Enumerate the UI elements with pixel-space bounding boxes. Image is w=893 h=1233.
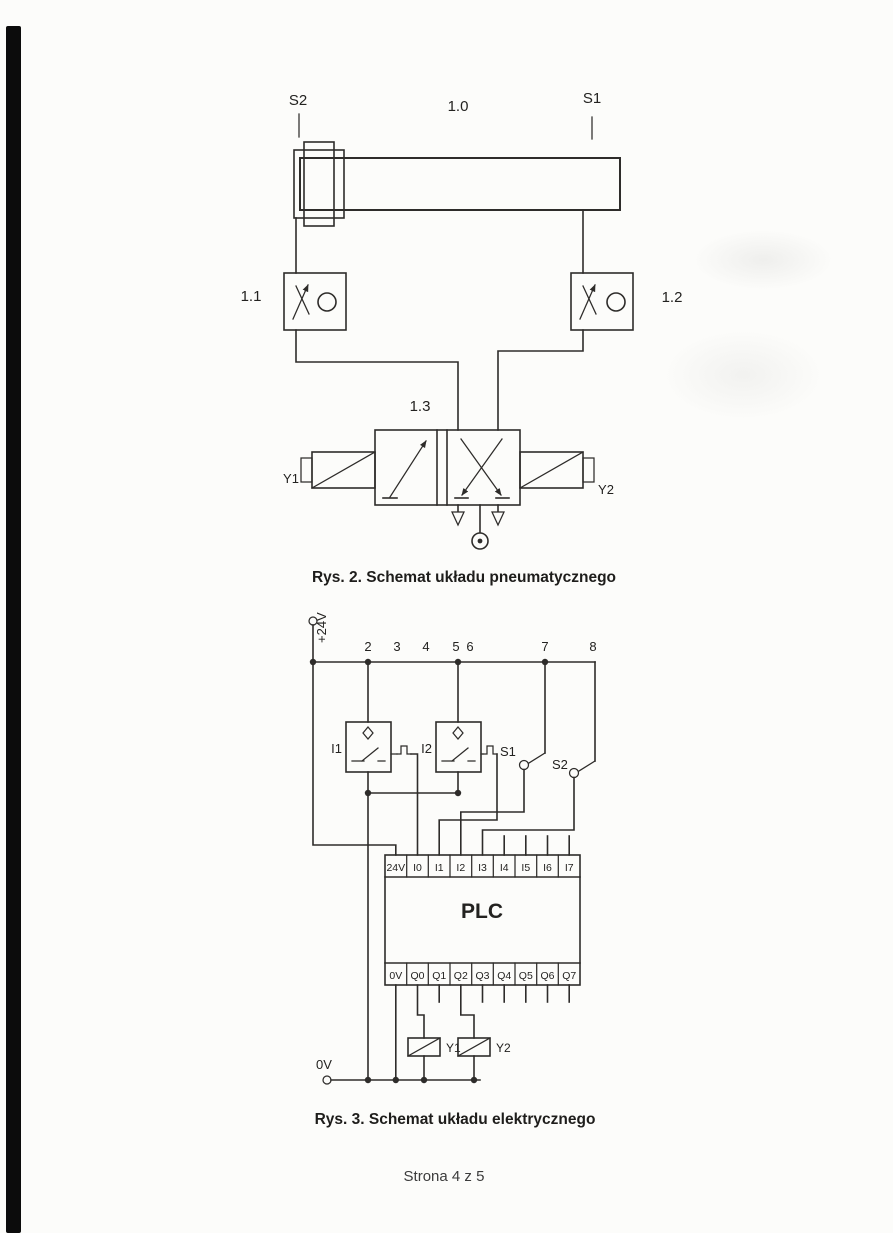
relay-y2-symbol — [457, 1037, 491, 1081]
plc-block: 24V I0 I1 I2 I3 I4 I5 I6 I7 PLC 0V Q0 Q1… — [384, 854, 581, 986]
plc-input-terminal: I4 — [500, 862, 509, 874]
plc-input-terminal: I5 — [521, 862, 530, 874]
sensor-s1-label: S1 — [583, 90, 601, 107]
plc-output-terminal: Q6 — [540, 970, 554, 982]
exhaust-right-icon — [491, 504, 505, 527]
plc-input-terminal: I6 — [543, 862, 552, 874]
solenoid-y2-label: Y2 — [598, 482, 614, 497]
flow-valve-1-1 — [283, 272, 347, 331]
switch-s2-symbol — [481, 661, 596, 856]
pressure-source-icon — [471, 504, 489, 550]
input-stub-wires — [503, 835, 571, 856]
supply-24v-label: +24V — [314, 612, 329, 643]
plc-input-terminal: I0 — [413, 862, 422, 874]
figure2-caption: Rys. 2. Schemat układu pneumatycznego — [312, 569, 616, 586]
ground-terminal-icon — [322, 1075, 332, 1085]
relay-y1-symbol — [407, 1037, 441, 1081]
page-number: Strona 4 z 5 — [404, 1168, 485, 1185]
plc-output-terminal: Q4 — [497, 970, 511, 982]
directional-valve-1-3 — [374, 429, 521, 506]
cylinder-1-0-label: 1.0 — [448, 98, 469, 115]
sensor-i2-symbol — [435, 721, 482, 773]
tube-right-to-valve — [497, 329, 584, 431]
electrical-diagram: +24V 2 3 4 5 6 7 8 — [308, 612, 597, 1085]
plc-title: PLC — [461, 900, 503, 923]
plc-output-terminal: Q5 — [519, 970, 533, 982]
column-number: 4 — [422, 639, 429, 654]
plc-output-terminal: 0V — [389, 970, 402, 982]
plc-input-terminal: 24V — [386, 862, 405, 874]
sensor-i2-output-wire — [438, 745, 498, 856]
plc-input-terminal: I2 — [456, 862, 465, 874]
plc-input-terminal: I7 — [565, 862, 574, 874]
output-wires — [394, 984, 571, 1081]
tube-left-to-valve — [295, 329, 459, 431]
throttle-1-1-label: 1.1 — [241, 288, 262, 305]
plc-output-terminal: Q1 — [432, 970, 446, 982]
plc-input-terminal: I3 — [478, 862, 487, 874]
valve-1-3-label: 1.3 — [410, 398, 431, 415]
cylinder-symbol — [293, 141, 621, 227]
relay-y2-label: Y2 — [496, 1041, 511, 1055]
plc-output-terminal: Q2 — [454, 970, 468, 982]
figure3-caption: Rys. 3. Schemat układu elektrycznego — [315, 1111, 596, 1128]
pulse-icon — [396, 745, 412, 755]
column-number: 7 — [541, 639, 548, 654]
throttle-1-2-label: 1.2 — [662, 289, 683, 306]
sensor-i1-symbol — [345, 721, 392, 773]
exhaust-left-icon — [451, 504, 465, 527]
plc-output-terminal: Q3 — [475, 970, 489, 982]
plc-input-terminal: I1 — [435, 862, 444, 874]
flow-valve-1-2 — [570, 272, 634, 331]
solenoid-y2-symbol — [519, 451, 595, 489]
sensor-i1-label: I1 — [331, 741, 342, 756]
column-number: 2 — [364, 639, 371, 654]
sensor-ground-wires — [364, 771, 462, 1081]
column-number: 3 — [393, 639, 400, 654]
terminal-dividers — [406, 854, 559, 986]
rail-0v — [322, 1075, 481, 1085]
switch-s1-label: S1 — [500, 744, 516, 759]
pneumatic-diagram: S2 1.0 S1 1.1 1.2 1.3 Y1 Y2 — [241, 90, 683, 550]
pulse-icon — [482, 745, 498, 755]
sensor-s2-label: S2 — [289, 92, 307, 109]
column-number: 5 — [452, 639, 459, 654]
plc-output-terminal: Q0 — [410, 970, 424, 982]
sensor-i2-label: I2 — [421, 741, 432, 756]
scan-edge-artifact — [6, 26, 21, 1233]
wire-24v-to-plc — [312, 661, 397, 856]
solenoid-y1-label: Y1 — [283, 471, 299, 486]
column-number: 6 — [466, 639, 473, 654]
switch-s1-symbol — [459, 661, 546, 856]
switch-s2-label: S2 — [552, 757, 568, 772]
column-number: 8 — [589, 639, 596, 654]
sensor-i1-output-wire — [390, 745, 419, 856]
ground-0v-label: 0V — [316, 1057, 332, 1072]
plc-output-terminal: Q7 — [562, 970, 576, 982]
solenoid-y1-symbol — [300, 451, 376, 489]
